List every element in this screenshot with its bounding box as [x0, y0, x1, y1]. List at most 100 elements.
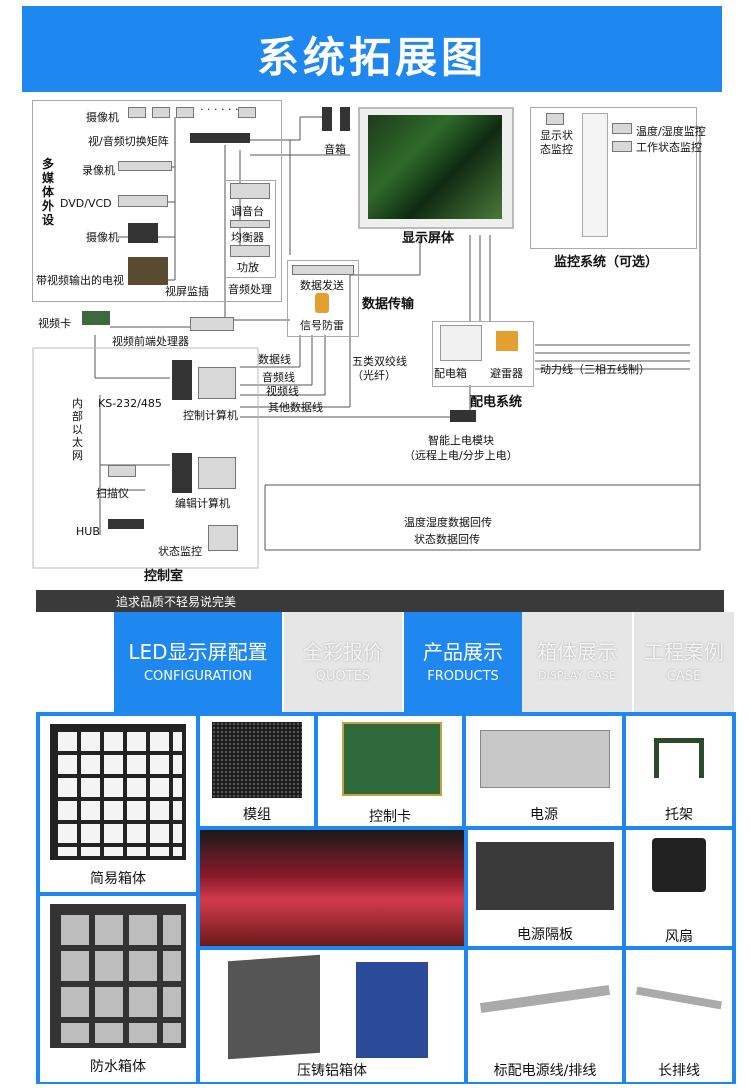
equalizer-device	[230, 220, 270, 228]
camera-icon	[238, 107, 256, 118]
power-line-label: 动力线（三相五线制）	[540, 363, 650, 376]
camera-icon	[176, 107, 194, 118]
product-stage-photo	[200, 830, 464, 946]
edit-pc-label: 编辑计算机	[175, 497, 230, 510]
tab-configuration[interactable]: LED显示屏配置 CONFIGURATION	[114, 612, 282, 712]
cables-label: 标配电源线/排线	[493, 1063, 597, 1079]
product-control-card[interactable]: 控制卡	[318, 716, 462, 826]
product-simple-cabinet[interactable]: 简易箱体	[40, 716, 196, 892]
status-monitor-device	[208, 525, 238, 551]
fan-label: 风扇	[665, 929, 693, 945]
product-power-supply[interactable]: 电源	[466, 716, 622, 826]
control-room-label: 控制室	[144, 569, 184, 584]
waterproof-cabinet-label: 防水箱体	[90, 1059, 146, 1075]
tab-products[interactable]: 产品展示 FRODUCTS	[404, 612, 522, 712]
audio-line-label: 音频线	[262, 371, 295, 384]
power-system-label: 配电系统	[470, 395, 523, 410]
temp-humidity-label: 温度/湿度监控	[636, 125, 706, 138]
long-cable-label: 长排线	[658, 1063, 700, 1079]
product-power-board[interactable]: 电源隔板	[468, 830, 622, 946]
distribution-box-icon	[440, 325, 482, 361]
tagline-bar: 追求品质不轻易说完美	[36, 590, 724, 612]
work-status-label: 工作状态监控	[636, 141, 702, 154]
connection-lines	[32, 116, 701, 569]
switch-matrix-device	[190, 133, 250, 143]
power-supply-label: 电源	[530, 807, 558, 823]
lightning-icon	[315, 293, 329, 313]
display-screen-label: 显示屏体	[402, 231, 455, 246]
ks232-label: KS-232/485	[98, 397, 162, 410]
temp-data-return-label: 温度湿度数据回传	[404, 516, 492, 529]
status-data-return-label: 状态数据回传	[414, 533, 480, 546]
product-cables[interactable]: 标配电源线/排线	[468, 950, 622, 1082]
remote-power-label: （远程上电/分步上电）	[404, 449, 518, 462]
audio-processing-box	[224, 180, 276, 278]
control-pc-monitor	[198, 367, 236, 399]
scanner-device	[108, 465, 136, 477]
hub-label: HUB	[76, 525, 100, 538]
module-image	[212, 722, 302, 798]
camera-icon	[128, 107, 146, 118]
speakers-label: 音箱	[324, 143, 346, 156]
product-fan[interactable]: 风扇	[626, 830, 732, 946]
simple-cabinet-label: 简易箱体	[90, 871, 146, 887]
other-data-line-label: 其他数据线	[268, 401, 323, 414]
simple-cabinet-image	[50, 724, 186, 860]
cables-image	[479, 985, 611, 1013]
equalizer-label: 均衡器	[231, 231, 264, 244]
distribution-box-label: 配电箱	[434, 367, 467, 380]
speaker-icon	[340, 107, 350, 131]
product-module[interactable]: 模组	[200, 716, 314, 826]
data-transmission-label: 数据传输	[362, 297, 415, 312]
data-send-label: 数据发送	[300, 279, 344, 292]
smart-power-label: 智能上电模块	[428, 434, 494, 447]
module-label: 模组	[243, 807, 271, 823]
temp-camera-icon	[612, 123, 632, 134]
monitor-system-panel	[582, 113, 608, 237]
amplifier-label: 功放	[237, 261, 259, 274]
video-processor-device	[190, 317, 234, 331]
control-card-label: 控制卡	[369, 809, 411, 825]
tab-display-case[interactable]: 箱体展示 DISPLAY CASE	[522, 612, 632, 712]
camcorder-device	[128, 223, 158, 243]
long-cable-image	[635, 986, 723, 1010]
tv-device	[128, 257, 168, 285]
video-card-device	[82, 311, 110, 325]
video-line-label: 视频线	[266, 385, 299, 398]
video-card-label: 视频卡	[38, 317, 71, 330]
tagline-text: 追求品质不轻易说完美	[116, 595, 237, 609]
data-transmission-box	[287, 260, 359, 337]
die-cast-cabinet-image-2	[356, 962, 428, 1058]
data-send-device	[292, 265, 354, 275]
amplifier-device	[230, 245, 270, 257]
display-screen-image	[368, 115, 502, 219]
monitor-system-box	[530, 107, 697, 249]
fan-image	[652, 838, 706, 892]
recorder-device	[118, 161, 172, 171]
audio-processing-label: 音频处理	[228, 283, 272, 296]
switch-matrix-label: 视/音频切换矩阵	[88, 135, 169, 148]
fiber-label: （光纤）	[352, 369, 396, 382]
monitor-system-label: 监控系统（可选）	[554, 255, 659, 270]
smart-power-device	[450, 410, 476, 422]
bracket-label: 托架	[665, 807, 693, 823]
page-title: 系统拓展图	[256, 33, 487, 82]
lightning-label: 信号防雷	[300, 319, 344, 332]
display-status-label: 显示状态监控	[540, 129, 573, 156]
tab-case[interactable]: 工程案例 CASE	[634, 612, 734, 712]
control-card-image	[342, 722, 442, 796]
die-cast-cabinet-label: 压铸铝箱体	[297, 1063, 367, 1079]
camcorder-label: 摄像机	[86, 231, 119, 244]
mixer-label: 调音台	[231, 205, 264, 218]
hub-device	[108, 519, 144, 529]
power-system-box	[432, 321, 534, 387]
product-die-cast-cabinet[interactable]: 压铸铝箱体	[200, 950, 464, 1082]
mixer-device	[230, 183, 270, 199]
arrester-label: 避雷器	[490, 367, 523, 380]
product-long-cable[interactable]: 长排线	[626, 950, 732, 1082]
tab-quotes[interactable]: 全彩报价 QUOTES	[284, 612, 402, 712]
product-bracket[interactable]: 托架	[626, 716, 732, 826]
control-pc-label: 控制计算机	[183, 409, 238, 422]
display-screen-frame	[358, 107, 514, 229]
product-waterproof-cabinet[interactable]: 防水箱体	[40, 896, 196, 1082]
